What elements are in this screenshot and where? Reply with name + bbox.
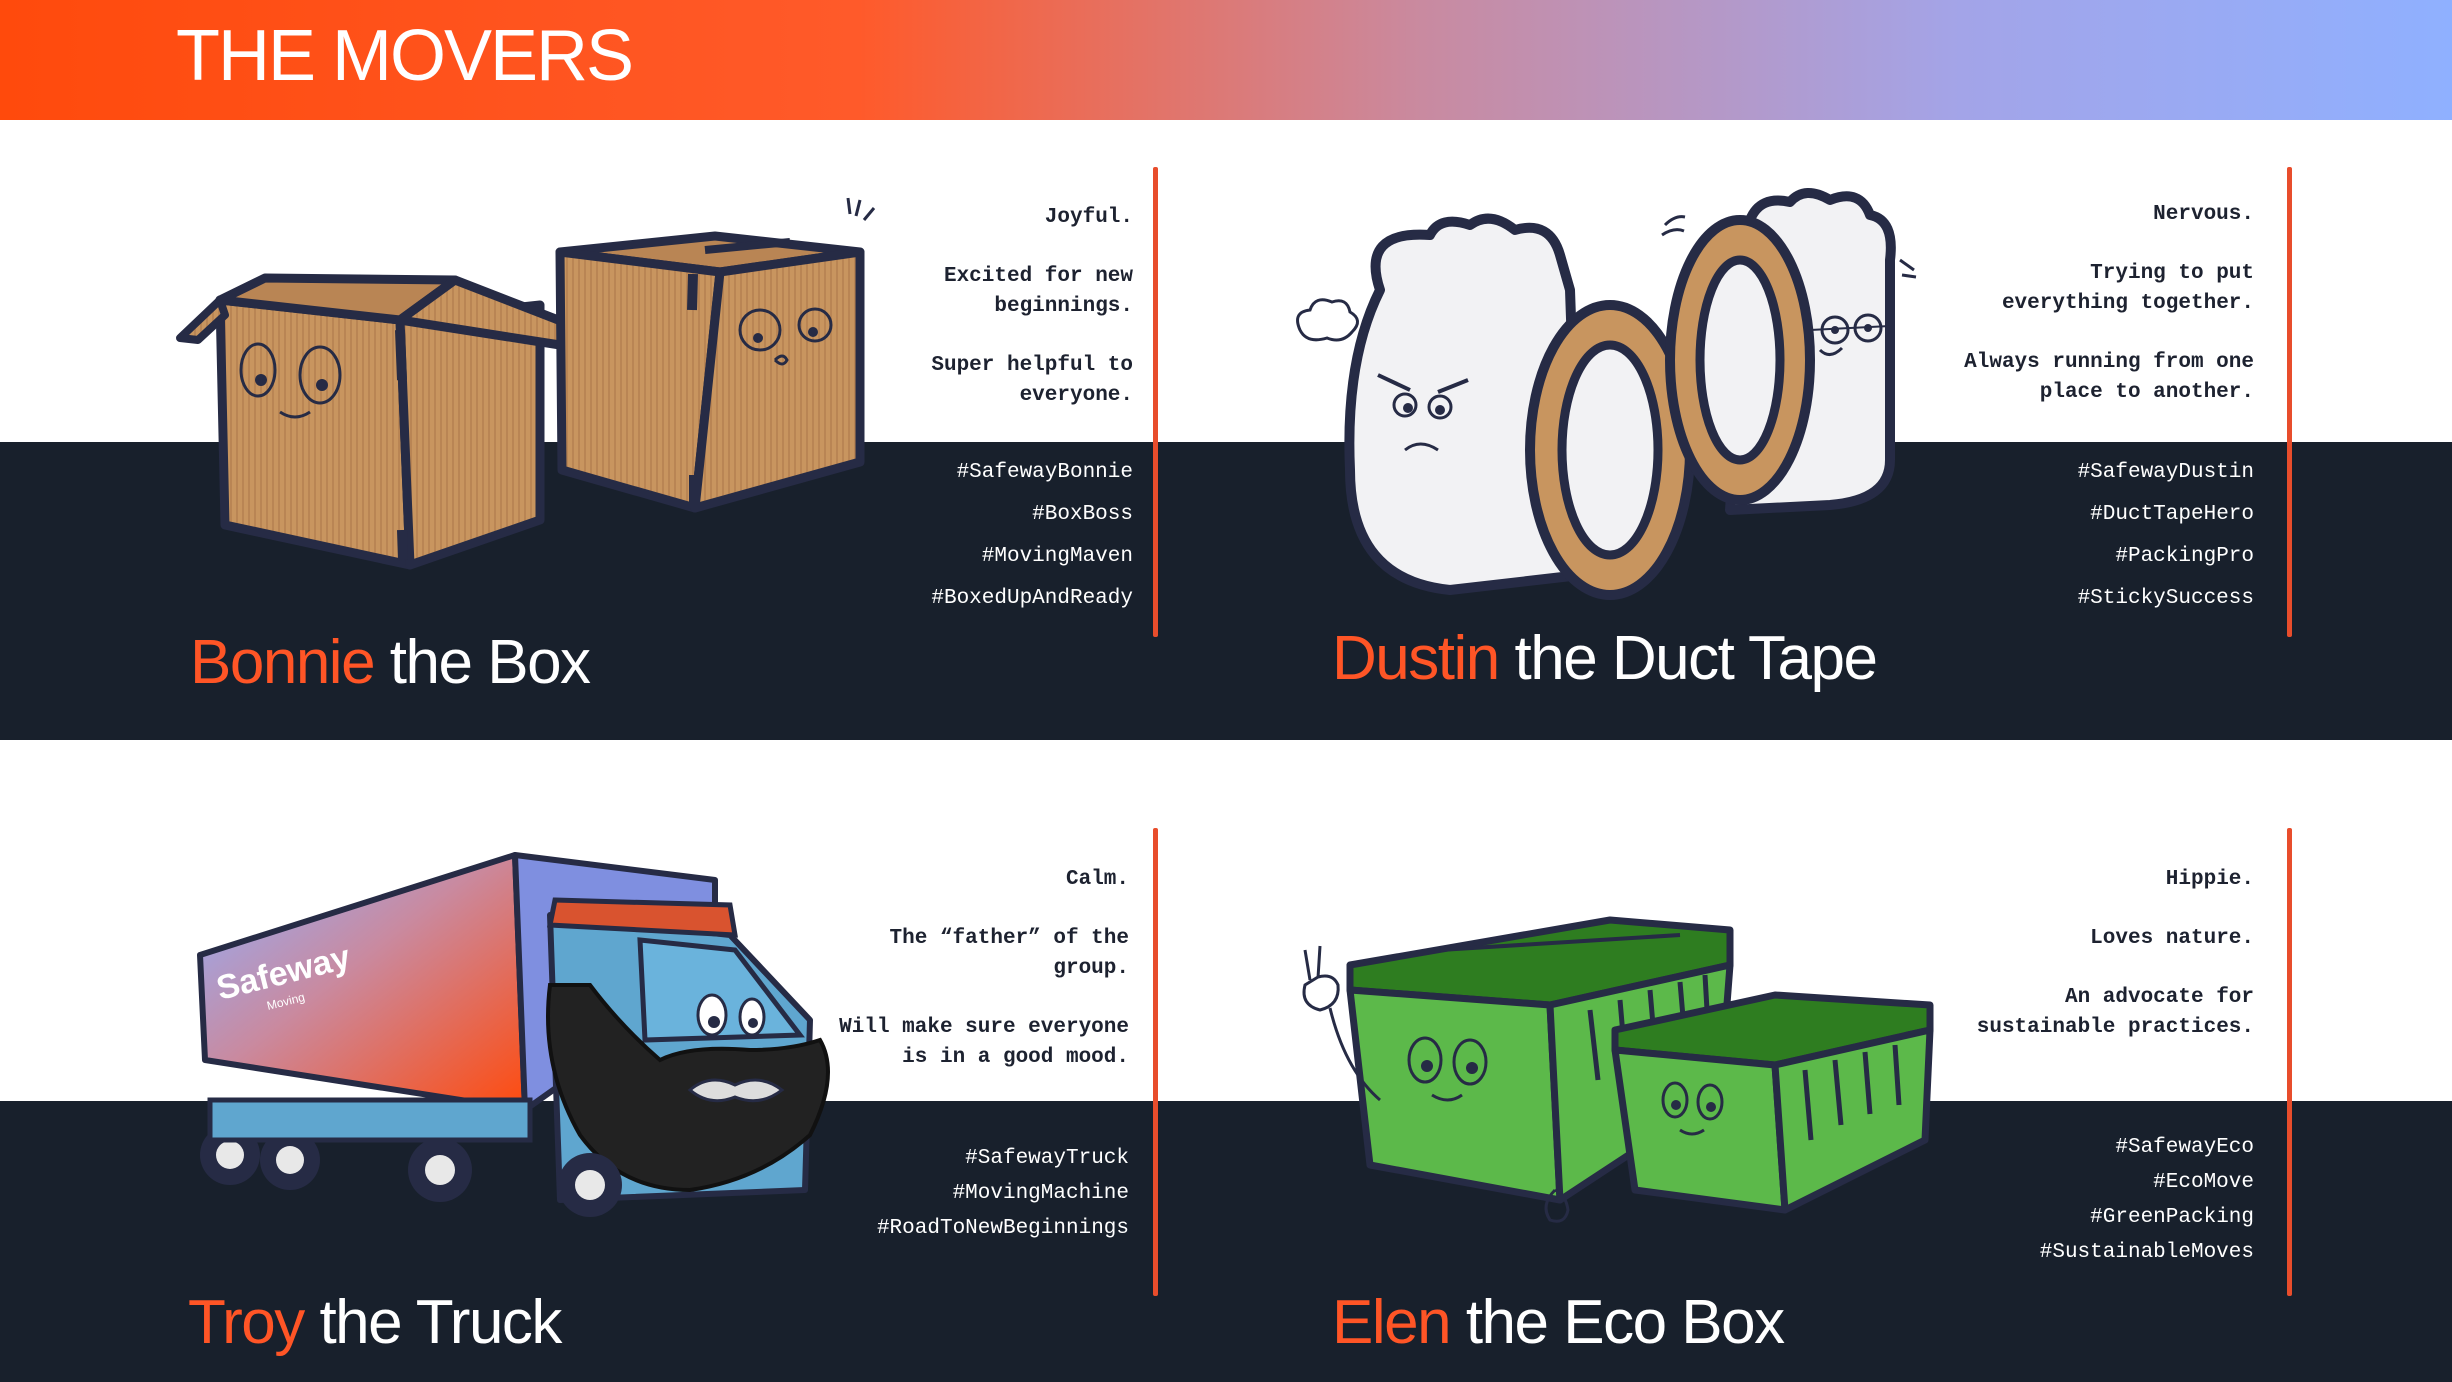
trait-item: Calm. [1065,868,1129,891]
duct-tape-rolls-illustration [1290,180,1930,605]
divider-line-bonnie [1153,167,1158,637]
character-name-dustin: Dustin the Duct Tape [1332,624,1878,694]
character-first-name: Troy [188,1288,305,1357]
trait-item: The “father” of the group. [889,927,1129,980]
hashtag: #GreenPacking [2090,1206,2254,1229]
page-title: THE MOVERS [176,16,634,96]
traits-troy: Calm. The “father” of the group. Will ma… [829,865,1129,1102]
character-name-troy: Troy the Truck [188,1288,562,1358]
divider-line-dustin [2287,167,2292,637]
hashtag: #StickySuccess [2077,587,2254,610]
character-rest-name: the Duct Tape [1514,624,1877,693]
hashtag: #BoxBoss [1032,503,1133,526]
hashtag: #RoadToNewBeginnings [876,1217,1129,1240]
hashtags-troy: #SafewayTruck #MovingMachine #RoadToNewB… [789,1141,1129,1246]
character-first-name: Elen [1332,1288,1452,1357]
hashtag: #SafewayDustin [2077,461,2254,484]
trait-item: Will make sure everyone is in a good moo… [839,1016,1129,1069]
traits-dustin: Nervous. Trying to put everything togeth… [1964,200,2254,437]
hashtag: #EcoMove [2153,1171,2254,1194]
character-rest-name: the Eco Box [1465,1288,1785,1357]
character-rest-name: the Box [389,628,591,697]
green-crates-illustration [1290,890,1950,1245]
hashtag: #MovingMachine [952,1182,1129,1205]
character-first-name: Dustin [1332,624,1500,693]
hashtag: #MovingMaven [981,545,1133,568]
trait-item: Hippie. [2165,868,2254,891]
hashtags-bonnie: #SafewayBonnie #BoxBoss #MovingMaven #Bo… [813,452,1133,620]
trait-item: Super helpful to everyone. [931,354,1133,407]
character-name-elen: Elen the Eco Box [1332,1288,1785,1358]
header-banner: THE MOVERS [0,0,2452,120]
trait-item: Trying to put everything together. [2001,262,2254,315]
trait-item: Loves nature. [2090,927,2254,950]
trait-item: An advocate for sustainable practices. [1976,986,2254,1039]
trait-item: Excited for new beginnings. [943,265,1133,318]
hashtag: #PackingPro [2115,545,2254,568]
hashtags-elen: #SafewayEco #EcoMove #GreenPacking #Sust… [1934,1130,2254,1270]
trait-item: Always running from one place to another… [1964,351,2254,404]
hashtag: #BoxedUpAndReady [931,587,1133,610]
traits-bonnie: Joyful. Excited for new beginnings. Supe… [873,203,1133,440]
hashtag: #DuctTapeHero [2090,503,2254,526]
hashtag: #SafewayBonnie [956,461,1133,484]
dark-band-bottom [0,1101,2452,1382]
trait-item: Nervous. [2153,203,2254,226]
bearded-truck-illustration: Safeway Moving [190,845,850,1230]
character-first-name: Bonnie [190,628,376,697]
hashtag: #SustainableMoves [2039,1241,2254,1264]
divider-line-elen [2287,828,2292,1296]
hashtag: #SafewayEco [2115,1136,2254,1159]
character-rest-name: the Truck [319,1288,562,1357]
cardboard-boxes-illustration [170,190,890,595]
hashtags-dustin: #SafewayDustin #DuctTapeHero #PackingPro… [1934,452,2254,620]
hashtag: #SafewayTruck [965,1147,1129,1170]
divider-line-troy [1153,828,1158,1296]
trait-item: Joyful. [1044,206,1133,229]
traits-elen: Hippie. Loves nature. An advocate for su… [1954,865,2254,1072]
character-name-bonnie: Bonnie the Box [190,628,591,698]
